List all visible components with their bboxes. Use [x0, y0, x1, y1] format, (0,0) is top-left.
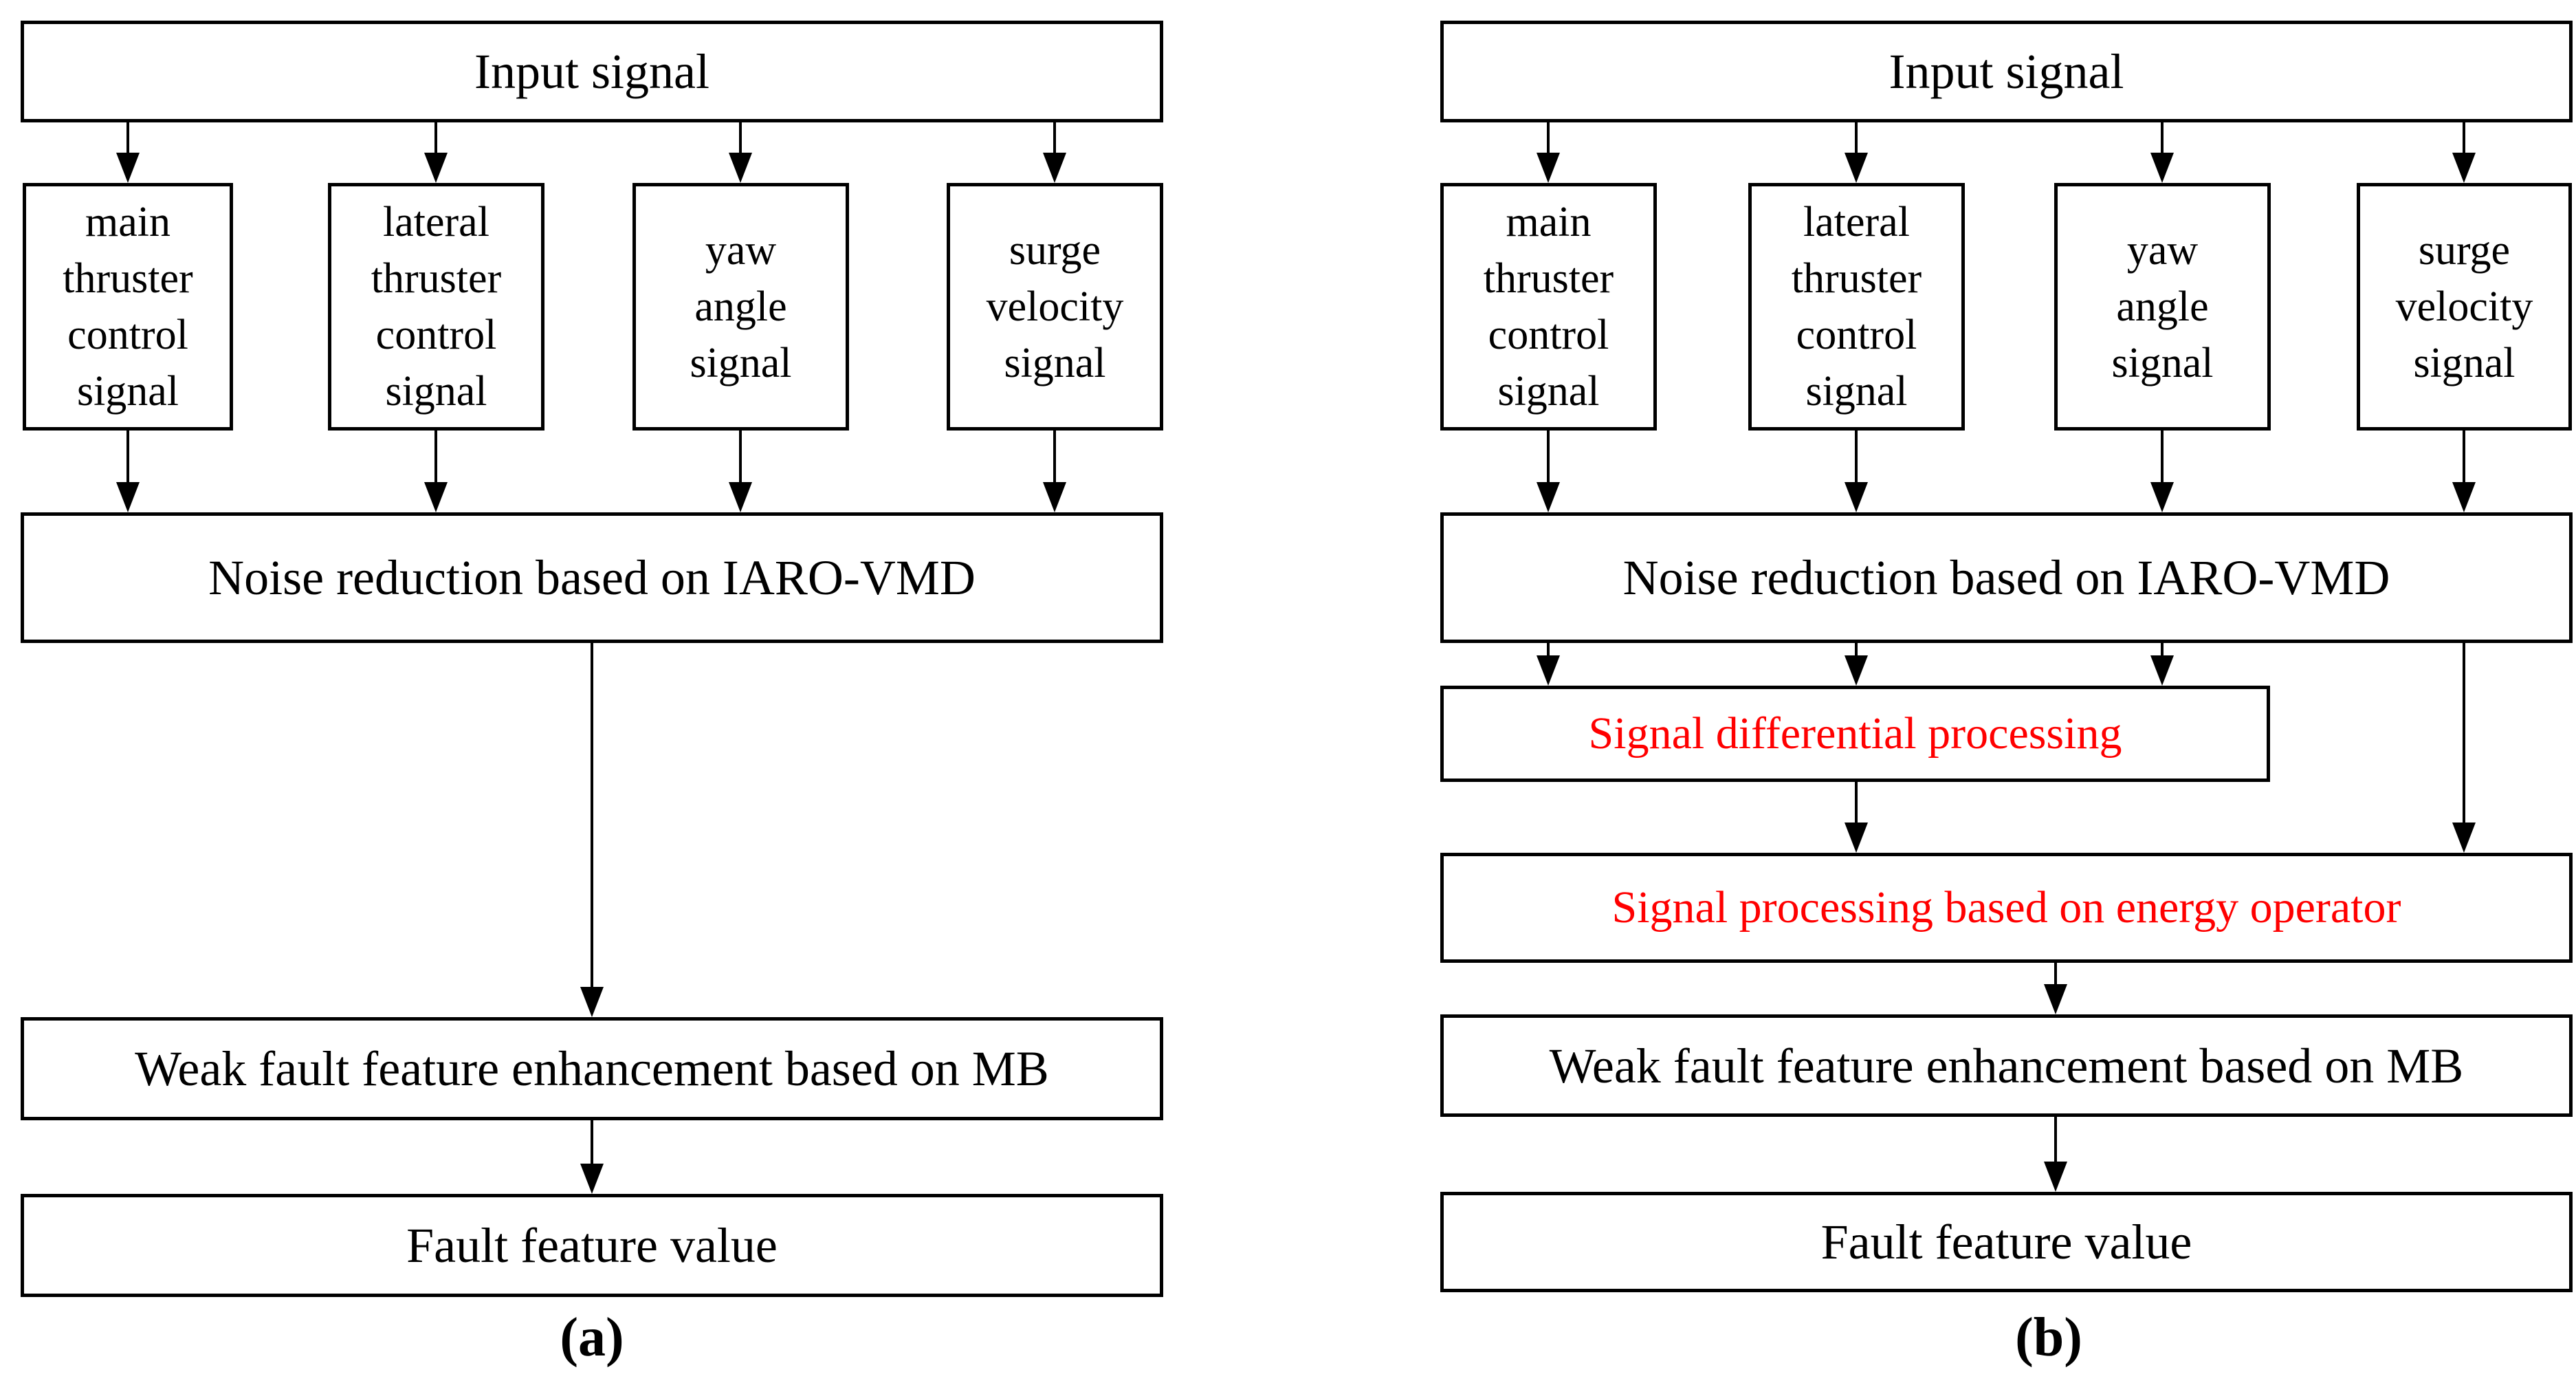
- arrow-input-to-main-a: [116, 122, 140, 183]
- box-yaw-angle-b: yaw angle signal: [2054, 183, 2271, 431]
- arrow-input-to-surge-b: [2452, 122, 2476, 183]
- box-weak-fault-enhancement-b: Weak fault feature enhancement based on …: [1440, 1014, 2573, 1117]
- box-main-thruster-b: main thruster control signal: [1440, 183, 1657, 431]
- box-fault-feature-value-a: Fault feature value: [21, 1194, 1163, 1297]
- arrow-energy-to-enhance-b: [2044, 963, 2067, 1014]
- box-noise-reduction-a: Noise reduction based on IARO-VMD: [21, 512, 1163, 643]
- arrow-input-to-yaw-b: [2150, 122, 2174, 183]
- box-energy-operator-processing-b: Signal processing based on energy operat…: [1440, 853, 2573, 963]
- arrow-input-to-lateral-b: [1845, 122, 1868, 183]
- arrow-enhance-to-output-b: [2044, 1117, 2067, 1192]
- arrow-lateral-to-noise-b: [1845, 431, 1868, 512]
- box-lateral-thruster-b: lateral thruster control signal: [1748, 183, 1965, 431]
- arrow-surge-to-noise-a: [1043, 431, 1066, 512]
- arrow-lateral-to-noise-a: [424, 431, 448, 512]
- arrow-input-to-main-b: [1537, 122, 1560, 183]
- box-yaw-angle-a: yaw angle signal: [632, 183, 849, 431]
- box-fault-feature-value-b: Fault feature value: [1440, 1192, 2573, 1292]
- arrow-input-to-surge-a: [1043, 122, 1066, 183]
- arrow-noise-to-diff-1-b: [1537, 643, 1560, 686]
- box-input-signal-a: Input signal: [21, 21, 1163, 122]
- box-input-signal-b: Input signal: [1440, 21, 2573, 122]
- arrow-input-to-yaw-a: [729, 122, 752, 183]
- box-surge-velocity-b: surge velocity signal: [2357, 183, 2572, 431]
- box-weak-fault-enhancement-a: Weak fault feature enhancement based on …: [21, 1017, 1163, 1120]
- arrow-main-to-noise-b: [1537, 431, 1560, 512]
- box-noise-reduction-b: Noise reduction based on IARO-VMD: [1440, 512, 2573, 643]
- box-signal-differential-processing-b: Signal differential processing: [1440, 686, 2270, 782]
- arrow-noise-to-diff-3-b: [2150, 643, 2174, 686]
- arrow-enhance-to-output-a: [580, 1120, 604, 1194]
- panel-caption-b: (b): [2015, 1307, 2082, 1368]
- box-lateral-thruster-a: lateral thruster control signal: [328, 183, 544, 431]
- box-main-thruster-a: main thruster control signal: [23, 183, 233, 431]
- box-surge-velocity-a: surge velocity signal: [947, 183, 1163, 431]
- panel-caption-a: (a): [560, 1307, 624, 1368]
- arrow-main-to-noise-a: [116, 431, 140, 512]
- arrow-noise-to-diff-2-b: [1845, 643, 1868, 686]
- arrow-noise-to-enhance-a: [580, 643, 604, 1017]
- arrow-diff-to-energy-b: [1845, 782, 1868, 853]
- arrow-yaw-to-noise-a: [729, 431, 752, 512]
- arrow-yaw-to-noise-b: [2150, 431, 2174, 512]
- arrow-input-to-lateral-a: [424, 122, 448, 183]
- arrow-noise-bypass-to-energy-b: [2452, 643, 2476, 853]
- arrow-surge-to-noise-b: [2452, 431, 2476, 512]
